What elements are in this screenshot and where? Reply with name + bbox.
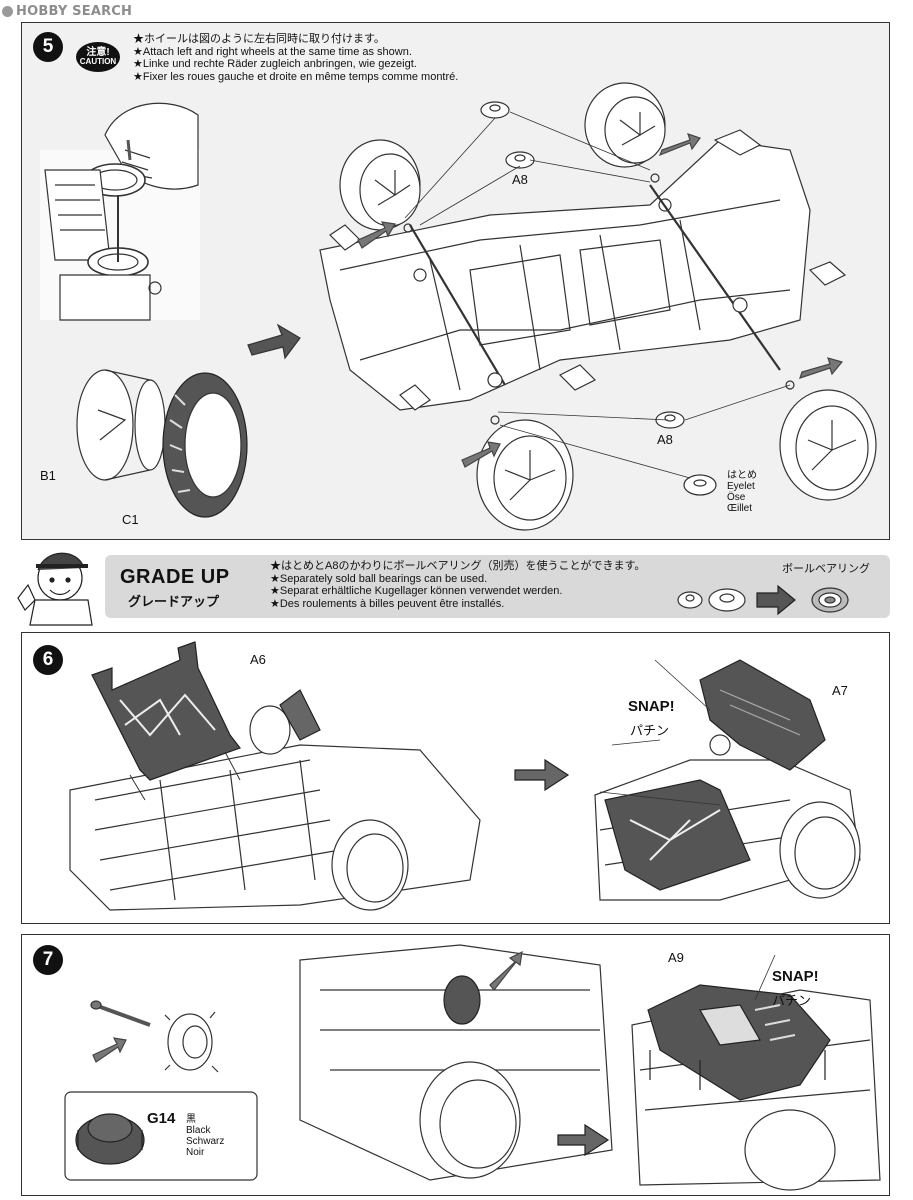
wheel-b1-illustration [76,369,166,481]
mascot-avatar [17,552,93,626]
wheel-front-right-illustration [476,419,574,531]
watermark-text: HOBBY SEARCH [16,4,133,19]
wheel-rear-left-illustration [779,389,877,501]
grade-up-subtitle: グレードアップ [128,594,220,609]
step-5-instructions: ★ホイールは図のように左右同時に取り付けます。 ★Attach left and… [133,33,458,83]
label-eyelet: はとめ Eyelet Öse Œillet [727,470,757,514]
part-a6-illustration [91,641,241,801]
label-a6: A6 [250,652,266,667]
label-a8-top: A8 [512,172,528,187]
direction-arrow-icon [514,758,570,792]
watermark-logo-icon [2,6,13,17]
ball-bearing-label: ボールベアリング [782,563,870,575]
label-snap-6: SNAP! [628,698,675,715]
label-a9: A9 [668,950,684,965]
watermark: HOBBY SEARCH [2,4,132,19]
step-6-chassis-right [594,759,861,901]
caution-jp: 注意! [86,47,110,59]
step-7-panel [21,934,890,1196]
step-7-chassis-center [299,944,613,1181]
wheel-front-left-illustration [339,139,421,231]
label-snap-7: SNAP! [772,968,819,985]
gear-g14-illustration [164,1011,219,1073]
step-6-panel [21,632,890,924]
tire-c1-illustration [162,372,248,518]
instruction-de: ★Linke und rechte Räder zugleich anbring… [133,58,417,70]
gear-g14-black-swatch [75,1113,145,1165]
wheel-rear-right-illustration [584,82,666,168]
label-gear-color: 黒 Black Schwarz Noir [186,1114,225,1158]
label-snap-jp-6: パチン [630,723,670,738]
step-7-number: 7 [33,945,63,975]
eyelet-parts [403,101,795,496]
chassis-illustration [319,129,847,411]
grade-up-instructions: ★はとめとA8のかわりにボールベアリング（別売）を使うことができます。 ★Sep… [270,560,646,610]
screw-illustration [90,1000,151,1027]
instruction-en: ★Attach left and right wheels at the sam… [133,45,412,58]
instruction-jp: ★ホイールは図のように左右同時に取り付けます。 [133,33,385,45]
part-a9-illustration [647,984,831,1101]
part-a7-illustration [699,659,826,771]
step-6-chassis-left [69,705,481,911]
direction-arrow-icon [557,1123,610,1157]
label-snap-jp-7: パチン [772,993,812,1008]
label-c1: C1 [122,512,139,527]
bearing-parts [677,584,849,616]
caution-badge: 注意! CAUTION [76,42,120,72]
caution-en: CAUTION [79,57,117,67]
step-5-number: 5 [33,32,63,62]
label-b1: B1 [40,468,56,483]
instruction-fr: ★Fixer les roues gauche et droite en mêm… [133,70,459,83]
label-a7: A7 [832,683,848,698]
grade-up-title: GRADE UP [120,566,230,588]
step-6-number: 6 [33,645,63,675]
label-g14: G14 [147,1110,176,1127]
direction-arrow-icon [247,323,301,360]
label-a8-bottom: A8 [657,432,673,447]
hand-inset-illustration [40,102,200,321]
